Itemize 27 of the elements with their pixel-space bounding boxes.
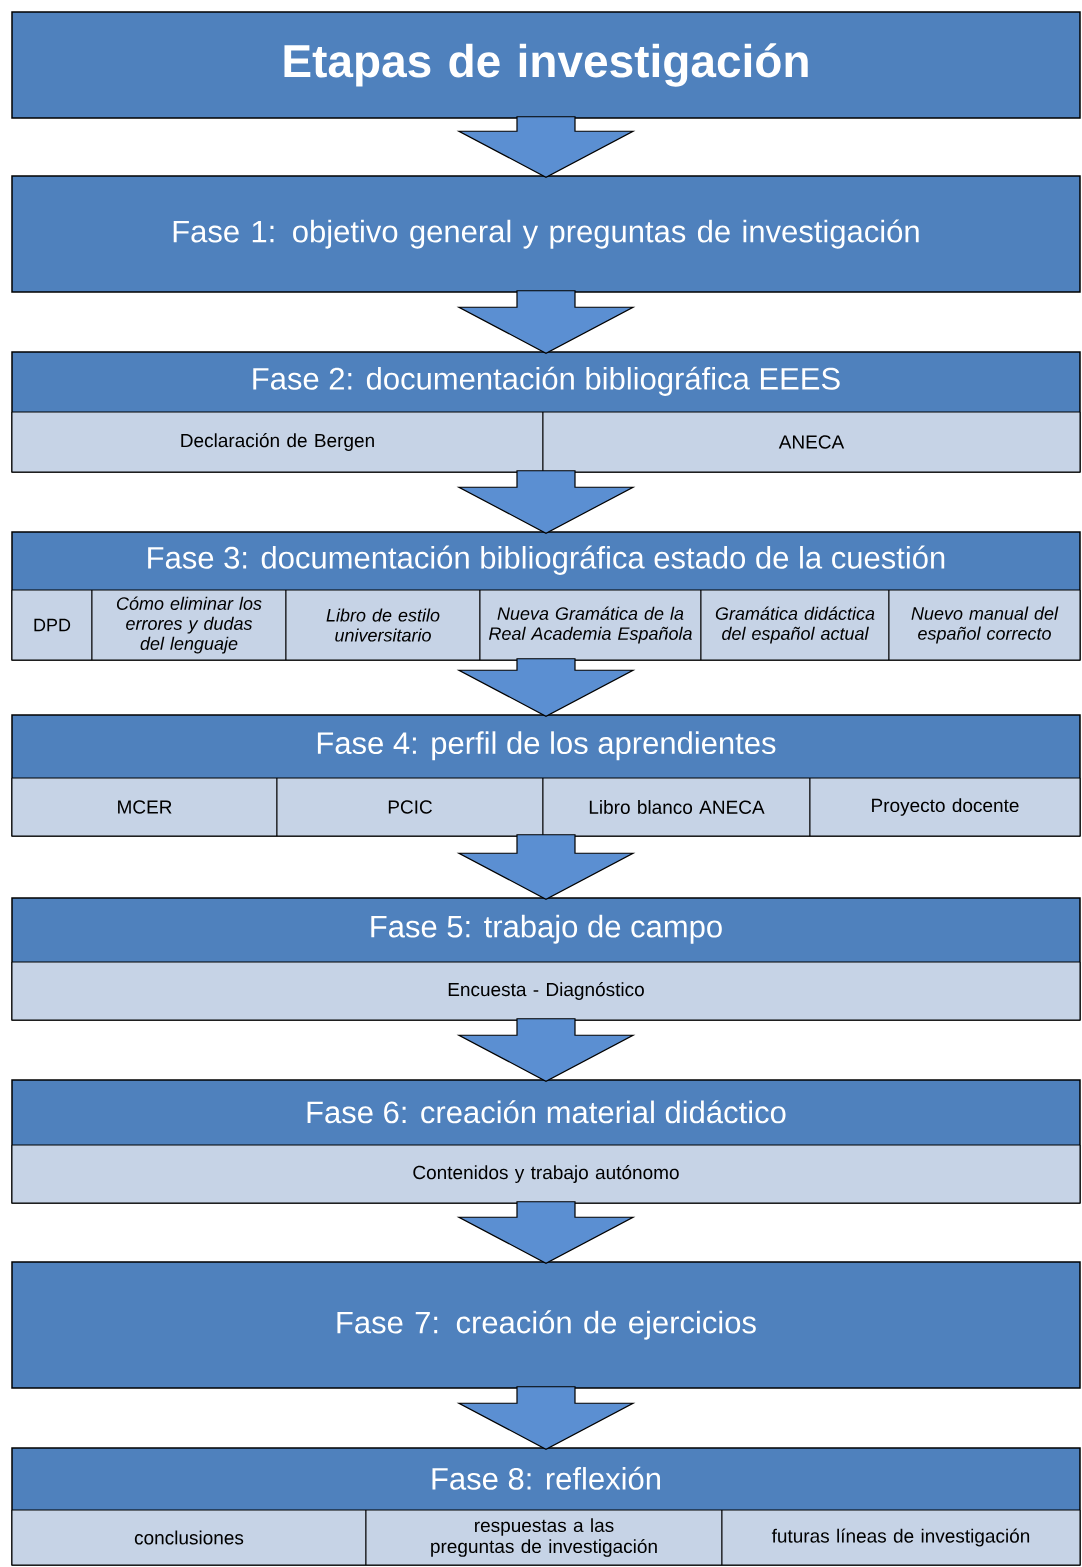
down-arrow (456, 290, 636, 354)
source-cell: conclusiones (11, 1509, 367, 1566)
down-arrow (456, 116, 636, 178)
down-arrow (456, 1386, 636, 1450)
source-cell: DPD (11, 589, 93, 661)
source-cell: ANECA (542, 411, 1081, 473)
stage-box: Fase 1: objetivo general y preguntas de investigación (11, 175, 1081, 293)
down-arrow (456, 658, 636, 717)
down-arrow (456, 834, 636, 900)
source-cell: Nueva Gramática de la Real Academia Española (479, 589, 702, 661)
down-arrow (456, 1018, 636, 1082)
source-cell: Libro blanco ANECA (542, 777, 811, 837)
source-cell: MCER (11, 777, 278, 837)
source-cell: respuestas a las preguntas de investigación (365, 1509, 723, 1566)
down-arrow (456, 470, 636, 534)
stage-box: Fase 7: creación de ejercicios (11, 1261, 1081, 1389)
stage-box: Etapas de investigación (11, 11, 1081, 119)
source-cell: Declaración de Bergen (11, 411, 544, 473)
source-cell: PCIC (276, 777, 544, 837)
source-cell: Gramática didáctica del español actual (700, 589, 890, 661)
source-cell: Contenidos y trabajo autónomo (11, 1144, 1081, 1204)
source-cell: Libro de estilo universitario (285, 589, 481, 661)
source-cell: Encuesta - Diagnóstico (11, 961, 1081, 1021)
source-cell: Proyecto docente (809, 777, 1081, 837)
source-cell: futuras líneas de investigación (721, 1509, 1081, 1566)
source-cell: Nuevo manual del español correcto (888, 589, 1081, 661)
down-arrow (456, 1201, 636, 1264)
